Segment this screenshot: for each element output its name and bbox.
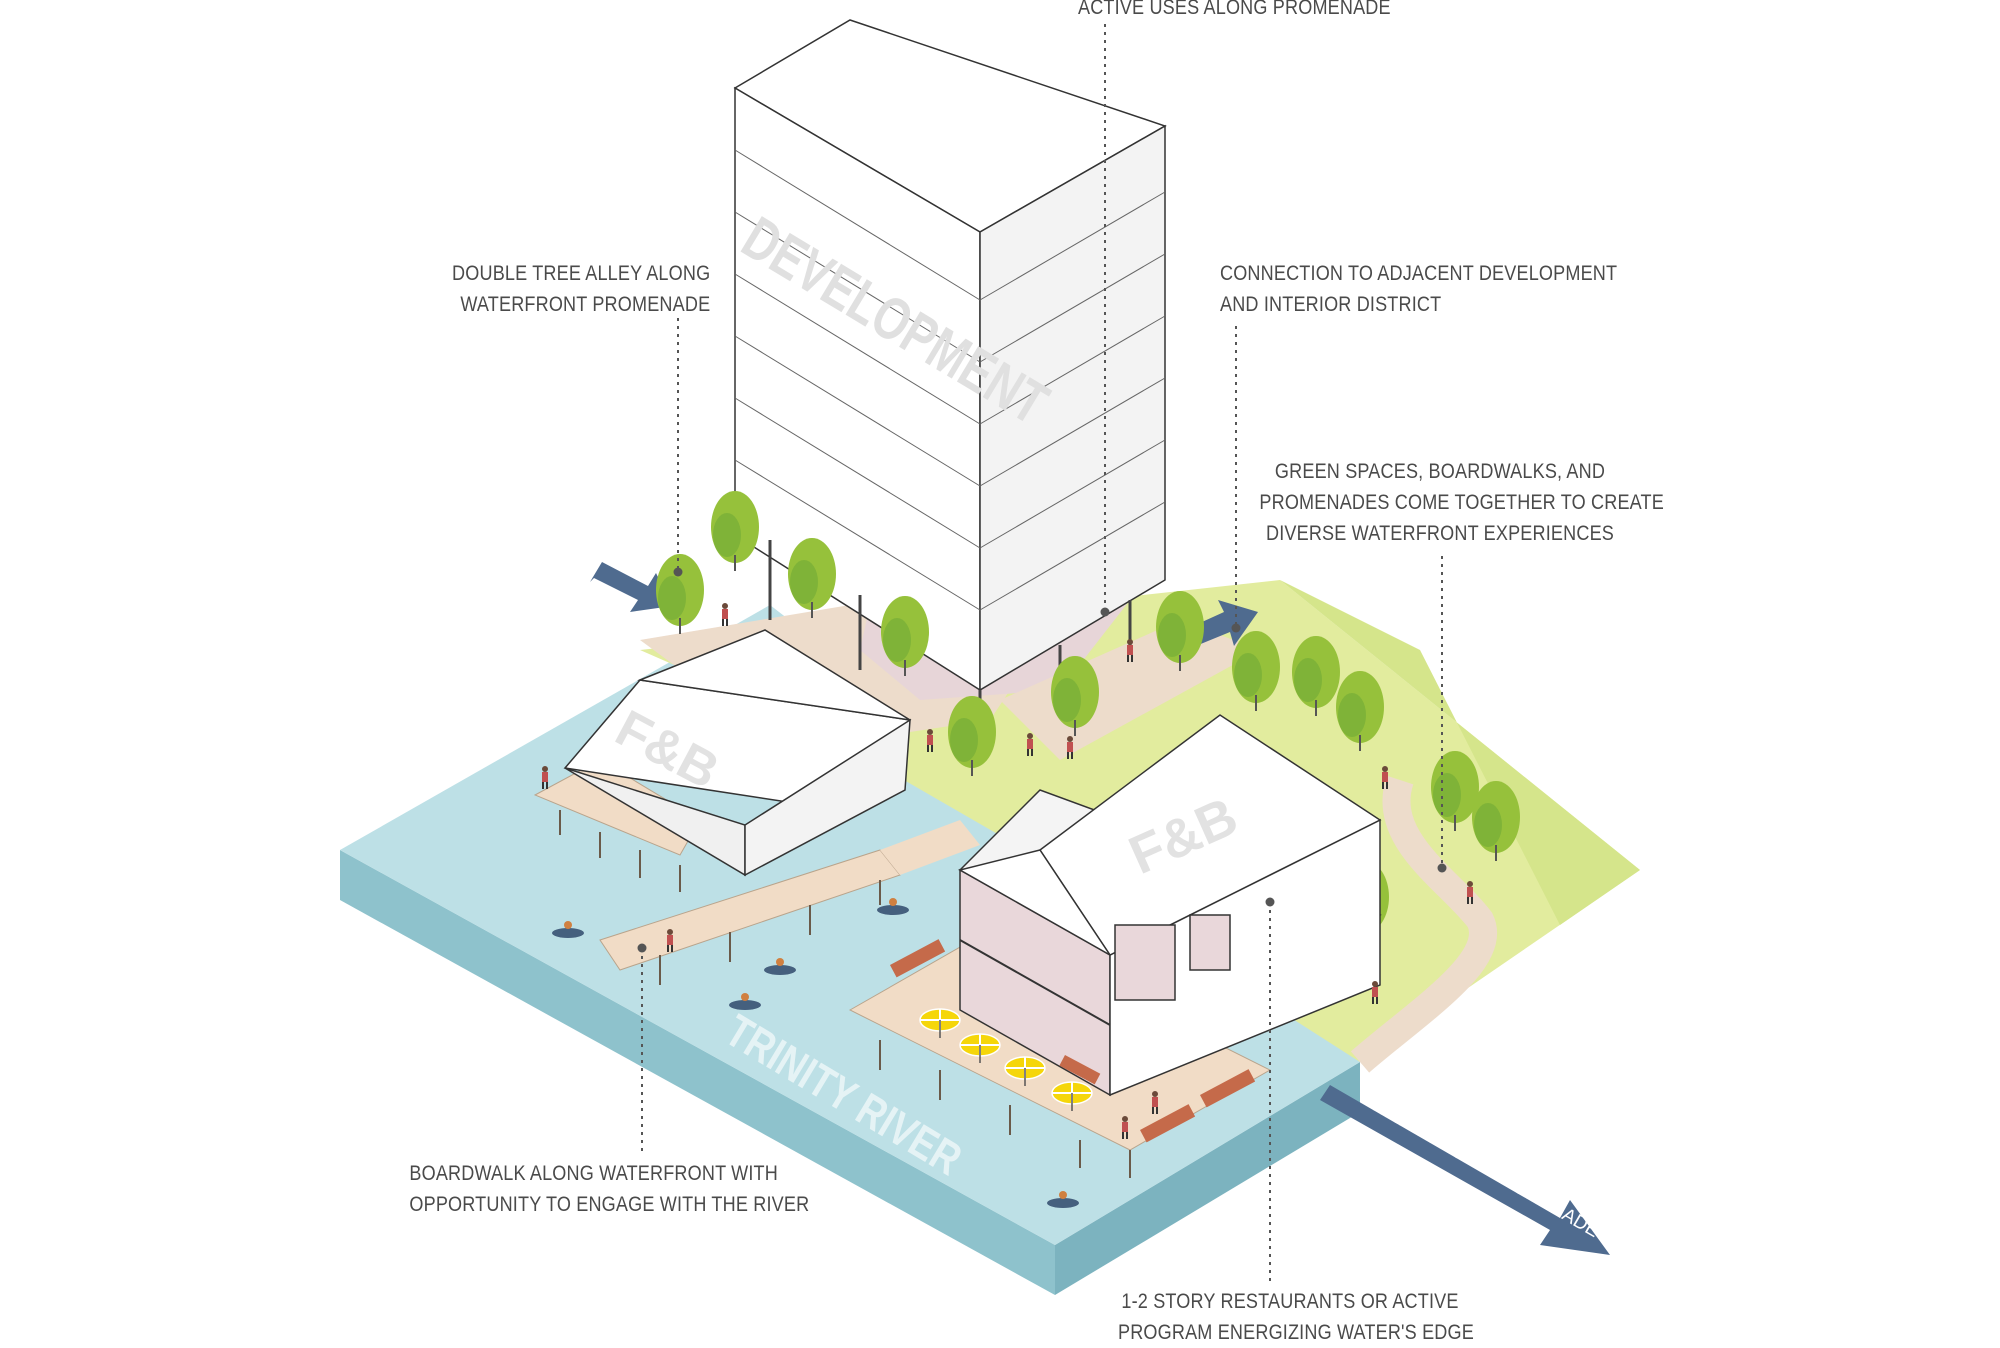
callout-green-spaces: GREEN SPACES, BOARDWALKS, AND PROMENADES… [1259,460,1664,545]
callout-boardwalk: BOARDWALK ALONG WATERFRONT WITH OPPORTUN… [409,1162,810,1216]
arrow-waterfront-promenade[interactable]: WATERFRONT PROMENADE [1320,1085,1610,1255]
fb-right-window-2 [1189,914,1231,971]
grass-light [1280,580,1640,925]
fb-right-window [1114,924,1176,1001]
callout-restaurants: 1-2 STORY RESTAURANTS OR ACTIVE PROGRAM … [1118,1290,1474,1344]
river-slab-front [340,850,1055,1295]
fb-building-right: F&B [957,714,1382,1097]
fb-left-side [744,718,911,877]
fb-left-roof-back [637,629,911,721]
callout-double-tree-alley: DOUBLE TREE ALLEY ALONG WATERFRONT PROME… [451,262,710,316]
leader-dots [637,567,1447,953]
callout-connection: CONNECTION TO ADJACENT DEVELOPMENT AND I… [1220,262,1618,316]
leader-lines [641,24,1443,1283]
curved-path [1350,775,1497,1073]
development-tower: DEVELOPMENT [731,19,1167,760]
planters [889,939,1256,1143]
arrow-west[interactable] [590,562,672,612]
boardwalk-link [880,820,980,875]
callout-active-uses: ACTIVE USES ALONG PROMENADE [1078,0,1391,19]
promenade-arrow-text: WATERFRONT PROMENADE [1368,1094,1603,1242]
tower-side [979,124,1166,692]
fb-building-left: F&B [563,629,912,877]
fb-right-roof-front [957,849,1111,956]
river-slab-side [1055,1062,1360,1295]
